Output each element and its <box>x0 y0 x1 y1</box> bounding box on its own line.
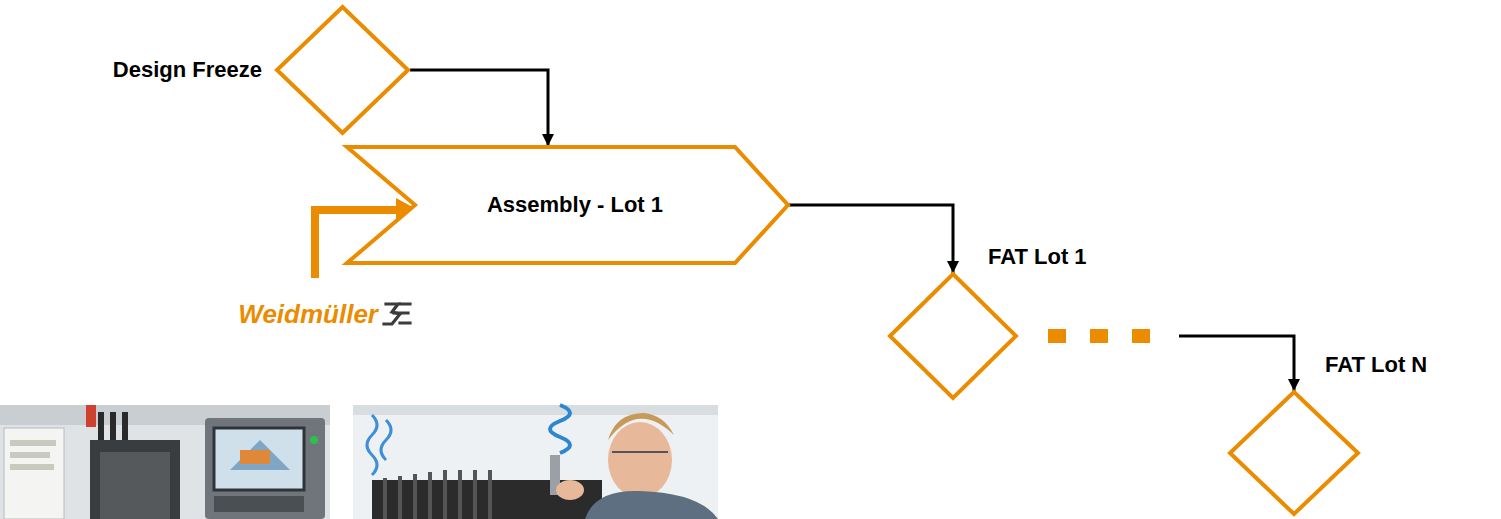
decision-diamond-outline <box>888 272 1018 400</box>
continuation-dot <box>1132 329 1150 343</box>
continuation-dot <box>1048 329 1066 343</box>
decision-diamond: FAT Lot 1 <box>888 272 1018 400</box>
node-label: Assembly - Lot 1 <box>487 192 663 217</box>
node-label: Design Freeze <box>113 57 262 82</box>
flow-connector <box>1017 336 1294 391</box>
decision-diamond-outline <box>1228 390 1360 516</box>
node-label: FAT Lot 1 <box>988 244 1087 269</box>
photo-machine <box>0 405 330 519</box>
photo-worker <box>353 405 718 519</box>
decision-diamond: Design Freeze <box>275 5 410 135</box>
logo-wordmark: Weidmüller <box>238 301 378 327</box>
flow-connector <box>789 205 953 273</box>
flow-connector <box>410 70 548 146</box>
logo-symbol <box>384 304 410 324</box>
continuation-dot <box>1090 329 1108 343</box>
node-label: FAT Lot N <box>1325 352 1427 377</box>
process-chevron: Assembly - Lot 1 <box>345 145 790 265</box>
decision-diamond: FAT Lot N <box>1228 390 1360 516</box>
decision-diamond-outline <box>275 5 410 135</box>
